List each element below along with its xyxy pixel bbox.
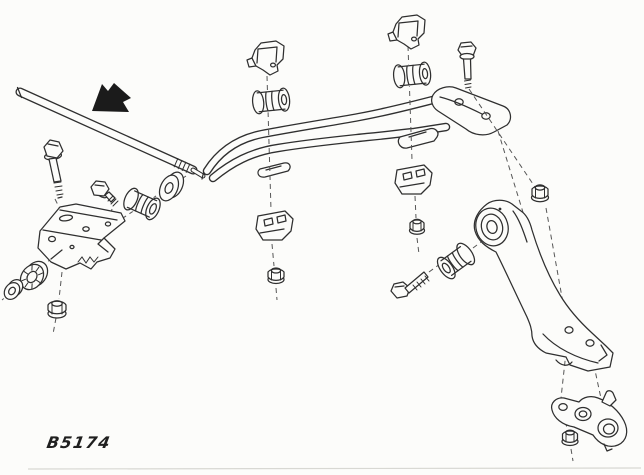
bar-thread-ticks: [173, 158, 191, 173]
clamp-rubber-bushing-2: [392, 61, 432, 89]
stabilizer-mounting-bracket: [37, 203, 126, 270]
control-arm-bolt: [390, 271, 430, 299]
control-arm: [473, 199, 614, 372]
cup-washer-small: [3, 278, 24, 301]
bar-end-bushing: [123, 187, 161, 221]
bar-clamp-upper-2: [387, 14, 426, 50]
ball-joint: [550, 390, 628, 452]
bar-end-cap: [16, 86, 23, 99]
direction-arrow-icon: [92, 83, 131, 112]
bar-clamp-upper-1: [246, 40, 285, 76]
clamp-lower-plate-1: [255, 210, 294, 241]
scan-edge-line: [27, 467, 642, 470]
figure-label: B5174: [45, 433, 113, 452]
bracket-nut: [47, 300, 67, 319]
long-mounting-bolt: [43, 139, 64, 199]
clamp-nut-1: [267, 267, 285, 285]
clamp-lower-plate-2: [394, 164, 433, 195]
small-bracket-bolt: [90, 180, 119, 207]
clamp-rubber-bushing-1: [251, 87, 291, 115]
stabilizer-bar: [15, 86, 512, 183]
bar-mount-tab-1: [257, 162, 291, 178]
bar-end-plate: [431, 86, 512, 136]
cup-washer-large: [19, 260, 49, 291]
bar-mount-tab-2: [397, 127, 439, 149]
ball-joint-nut: [561, 429, 579, 447]
bar-end-washer: [158, 171, 185, 202]
bar-end-bolt: [457, 41, 477, 89]
clamp-nut-2: [408, 218, 426, 235]
control-arm-nut: [530, 184, 550, 203]
control-arm-bushing: [436, 242, 476, 280]
